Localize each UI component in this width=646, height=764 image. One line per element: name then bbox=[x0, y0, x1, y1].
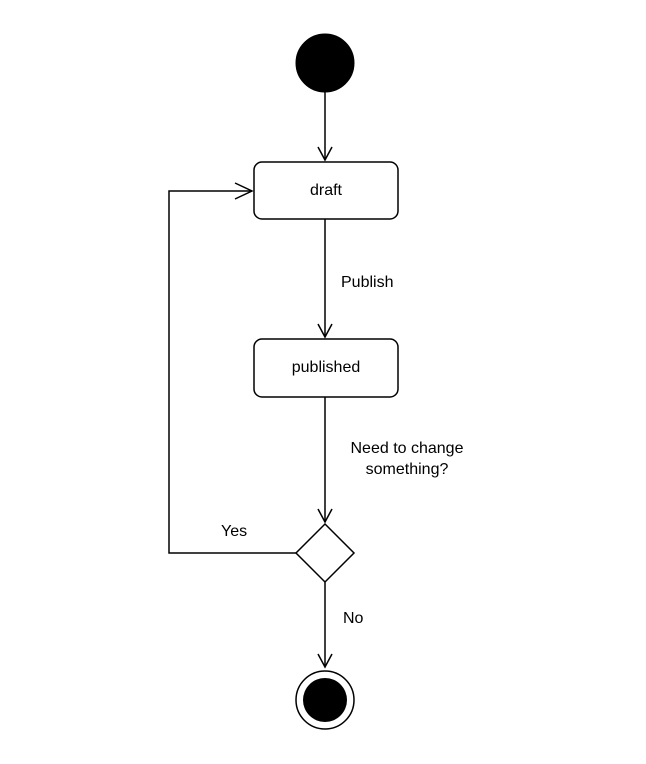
edge-label-yes: Yes bbox=[221, 523, 247, 540]
state-draft-label: draft bbox=[310, 182, 343, 199]
initial-node bbox=[295, 33, 355, 93]
edge-label-publish: Publish bbox=[341, 274, 393, 291]
edge-label-need-change-line1: Need to change bbox=[351, 440, 464, 457]
state-published-label: published bbox=[292, 359, 361, 376]
edge-label-need-change-line2: something? bbox=[366, 461, 449, 478]
edge-decision-to-draft bbox=[168, 190, 296, 554]
state-draft bbox=[253, 161, 399, 220]
final-node-inner bbox=[303, 678, 347, 722]
edge-label-no: No bbox=[343, 610, 364, 627]
arrowhead-initial-to-draft bbox=[317, 146, 333, 162]
arrowhead-published-to-decision bbox=[317, 508, 333, 524]
arrowhead-decision-to-final bbox=[317, 653, 333, 669]
state-published bbox=[253, 338, 399, 398]
arrowhead-decision-to-draft bbox=[234, 182, 254, 200]
decision-node bbox=[294, 522, 356, 584]
arrowhead-draft-to-published bbox=[317, 323, 333, 339]
